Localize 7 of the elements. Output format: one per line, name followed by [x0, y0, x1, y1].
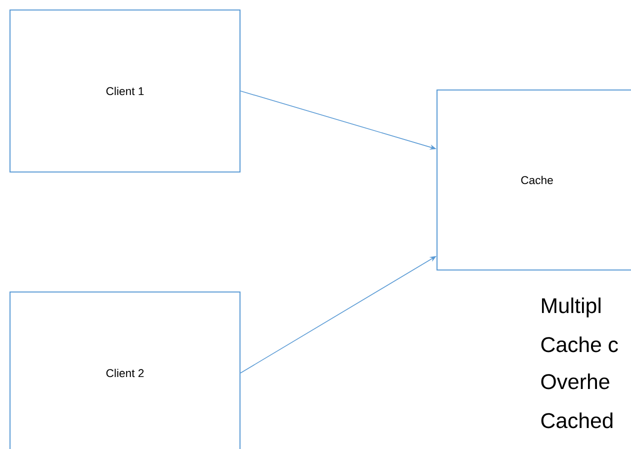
- note-text: Multipl: [542, 298, 600, 318]
- process-box: Client 1: [9, 9, 241, 173]
- note-text: Cached: [541, 412, 612, 428]
- note-text: Overhe: [541, 374, 610, 390]
- note-text: Cache c: [541, 336, 618, 352]
- process-box: Cache: [436, 89, 631, 271]
- process-box: Client 2: [9, 291, 241, 449]
